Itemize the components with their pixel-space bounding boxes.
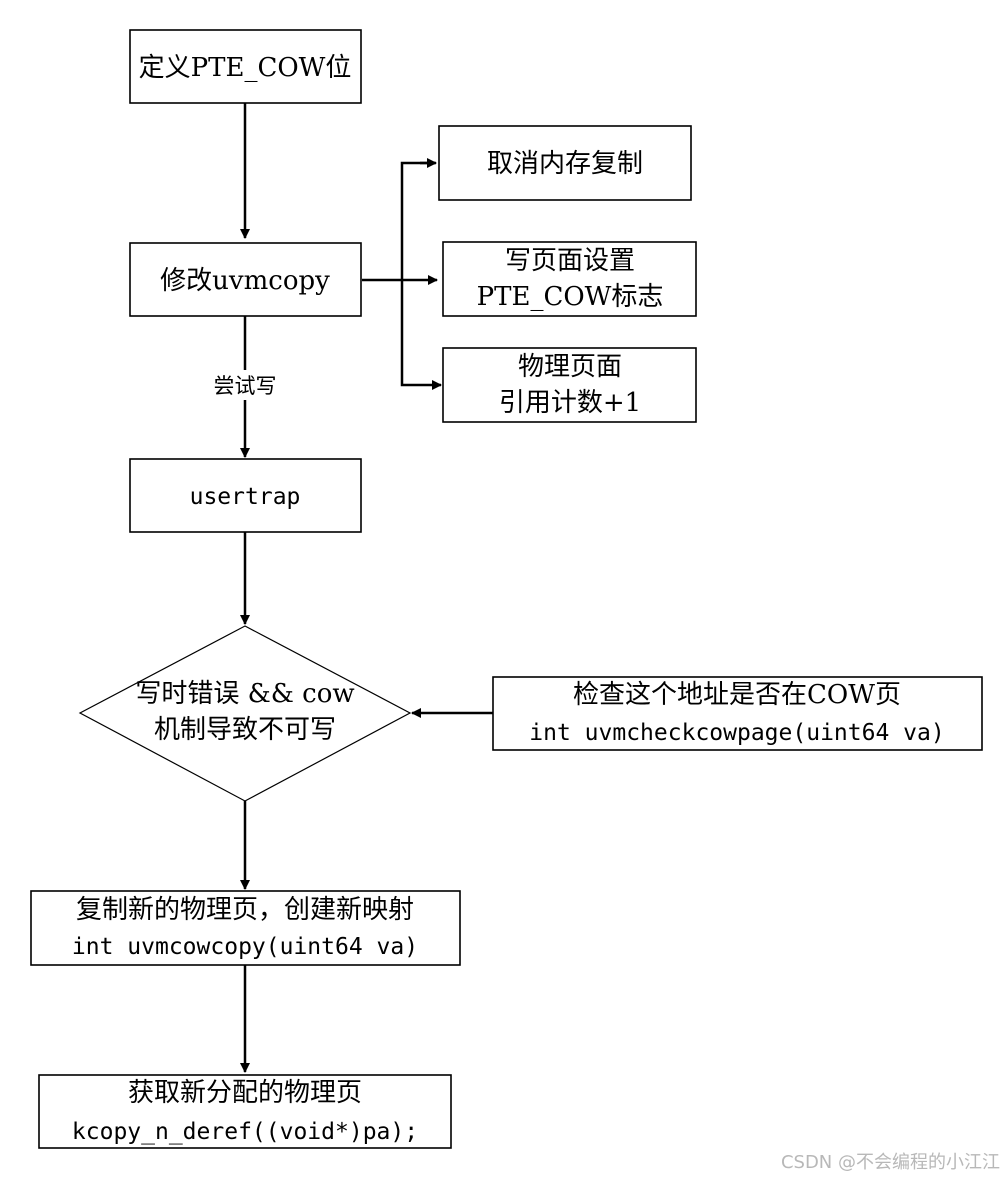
label-decision-line2: 机制导致不可写 <box>154 715 336 745</box>
edge-label-try-write: 尝试写 <box>214 374 277 398</box>
node-cancel-copy <box>438 125 692 201</box>
label-ref-count-line2: 引用计数+1 <box>499 388 641 418</box>
label-decision-line1: 写时错误 && cow <box>135 679 354 709</box>
label-copy-new-line2: int uvmcowcopy(uint64 va) <box>72 934 418 960</box>
label-modify-uvmcopy: 修改uvmcopy <box>160 266 330 296</box>
branch-to-refcount <box>400 280 420 387</box>
label-ref-count-line1: 物理页面 <box>518 352 622 382</box>
node-set-flag <box>442 241 697 317</box>
branch-to-cancel <box>400 161 435 280</box>
node-ref-count <box>442 347 697 423</box>
label-get-new-line1: 获取新分配的物理页 <box>128 1078 362 1108</box>
label-get-new-line2: kcopy_n_deref((void*)pa); <box>72 1119 418 1145</box>
node-copy-new <box>30 890 461 966</box>
connectors <box>240 103 493 1073</box>
node-check-cow <box>492 676 983 751</box>
edge-label-bg <box>200 370 290 400</box>
label-define-cow: 定义PTE_COW位 <box>139 53 352 83</box>
node-get-new <box>38 1074 452 1149</box>
node-usertrap <box>129 458 362 533</box>
watermark: CSDN @不会编程的小江江 <box>781 1152 1000 1173</box>
node-define-cow <box>129 29 362 104</box>
label-set-flag-line1: 写页面设置 <box>505 246 635 276</box>
node-decision <box>78 625 412 802</box>
label-usertrap: usertrap <box>190 484 301 510</box>
label-set-flag-line2: PTE_COW标志 <box>477 282 664 312</box>
label-check-cow-line1: 检查这个地址是否在COW页 <box>573 680 901 710</box>
label-cancel-copy: 取消内存复制 <box>487 149 643 179</box>
node-modify-uvmcopy <box>129 242 362 317</box>
label-check-cow-line2: int uvmcheckcowpage(uint64 va) <box>529 720 944 746</box>
label-copy-new-line1: 复制新的物理页，创建新映射 <box>76 895 414 925</box>
